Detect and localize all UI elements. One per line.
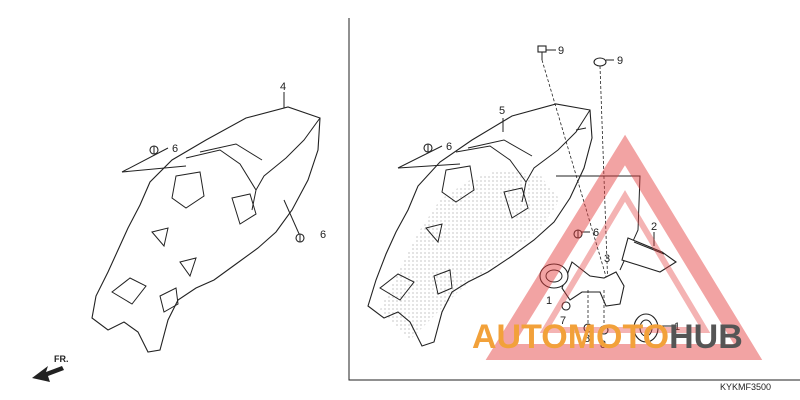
callout-6a: 6 (172, 143, 178, 155)
watermark-logo (485, 134, 763, 360)
assembly-frame (348, 18, 800, 381)
leader-6c (397, 145, 443, 169)
dash-9b (599, 65, 609, 291)
callout-6c: 6 (446, 141, 452, 153)
callout-7: 7 (560, 315, 566, 327)
bolt-6b (295, 233, 305, 243)
callout-5: 5 (499, 105, 505, 117)
callout-6d: 6 (593, 227, 599, 239)
rubber-1b (633, 313, 659, 343)
rear-fender-left (91, 106, 321, 353)
nut-9b (593, 57, 607, 67)
watermark-text: AUTOMOTOHUB (472, 318, 743, 356)
callout-2: 2 (651, 221, 657, 233)
callout-3: 3 (604, 253, 610, 265)
callout-1a: 1 (546, 295, 552, 307)
leader-6a (121, 147, 169, 173)
rear-fender-right (367, 103, 593, 347)
callout-8a: 8 (584, 333, 590, 345)
callout-1b: 1 (674, 321, 680, 333)
leader-6b (283, 199, 301, 237)
bolt-6d (573, 229, 583, 239)
bolt-6a (149, 145, 159, 155)
drawing-code: KYKMF3500 (720, 382, 771, 392)
svg-text:FR.: FR. (54, 354, 69, 364)
leader-6c2 (397, 163, 461, 169)
callout-6b: 6 (320, 229, 326, 241)
nut-8a (583, 323, 593, 333)
reflector-2 (621, 237, 677, 273)
callout-4: 4 (280, 81, 286, 93)
front-direction-arrow: FR. (32, 354, 69, 382)
nut-7 (561, 301, 571, 311)
rubber-1a (539, 263, 569, 289)
leader-6a2 (121, 165, 187, 173)
bolt-6c (423, 143, 433, 153)
callout-9a: 9 (558, 45, 564, 57)
svg-text:AUTOMOTOHUB: AUTOMOTOHUB (472, 318, 743, 356)
callout-8b: 8 (600, 339, 606, 351)
bolt-9a (537, 45, 547, 60)
callout-9b: 9 (617, 55, 623, 67)
